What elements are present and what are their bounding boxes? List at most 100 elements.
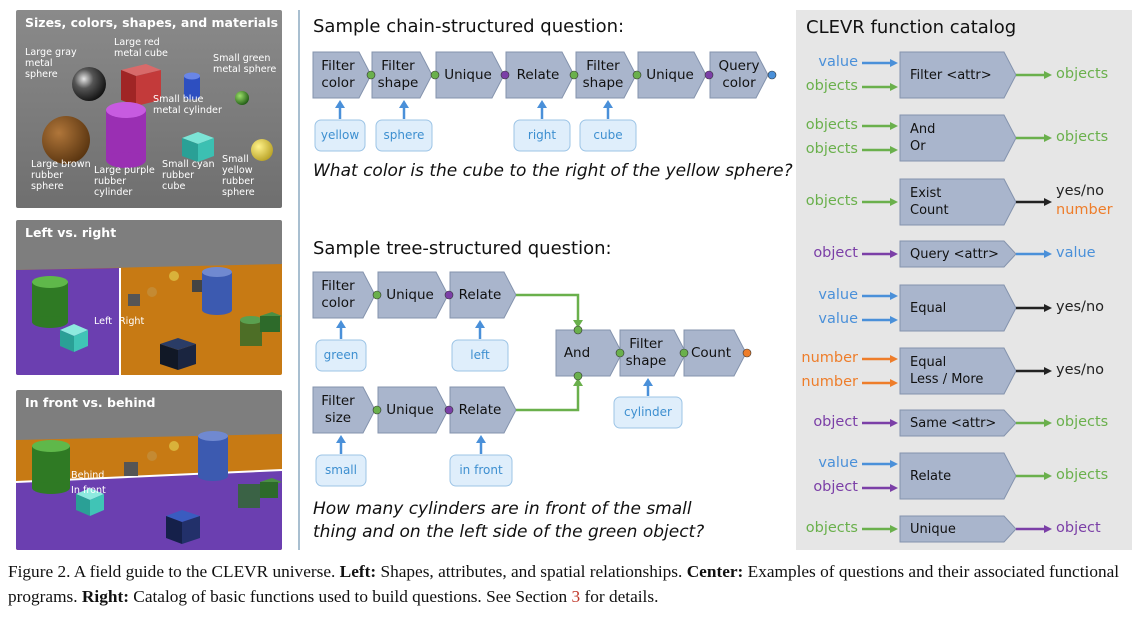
tree-fn-and: And [563,345,591,361]
tree-input-arrow-cylinder-head [643,378,653,386]
tree-and-input-dot [573,371,583,381]
caption-center-text: Examples of questions and their associat… [8,562,1120,606]
catalog-output-label: value [1056,245,1096,261]
catalog-input-label: objects [805,78,858,94]
label-green-sphere: Small green metal sphere [213,53,277,75]
catalog-input-label: value [818,287,858,303]
tree-input-green: green [323,348,359,362]
chain-fn-unique: Unique [444,67,492,83]
label-left: Left [94,316,113,327]
catalog-input-label: objects [805,117,858,133]
label-yellow-sphere: Small yellow rubber sphere [222,154,255,198]
chain-input-arrow-0-head [335,100,345,108]
section-divider [298,10,300,550]
catalog-output-label: object [1056,520,1101,536]
catalog-output-label: yes/no [1056,299,1105,315]
chain-fn-filter-shape-2: Filter shape [582,58,624,91]
catalog-input-label: number [801,374,858,390]
tree-output-number-dot [742,348,752,358]
scene-panel-front-behind: In front vs. behind Behind In front [16,390,282,550]
caption-section-link[interactable]: 3 [571,587,581,606]
chain-output-value-dot [767,70,777,80]
caption-lead: Figure 2. A field guide to the CLEVR uni… [8,562,336,581]
tree-input-arrow-left-head [475,320,485,328]
label-brown-sphere: Large brown rubber sphere [31,159,91,192]
tree-input-cylinder: cylinder [624,405,672,419]
catalog-input-label: object [813,245,858,261]
catalog-output-label: objects [1056,66,1109,82]
catalog-function-label: Query <attr> [910,246,999,262]
catalog-input-label: value [818,54,858,70]
catalog-title: CLEVR function catalog [806,17,1017,38]
scene-panel-left-right: Left vs. right Left Right [16,220,282,375]
catalog-input-label: objects [805,141,858,157]
figure-caption: Figure 2. A field guide to the CLEVR uni… [8,559,1136,609]
chain-fn-filter-color: Filter color [321,58,355,91]
tree-input-in-front: in front [459,463,503,477]
catalog-function-label: Filter <attr> [910,67,992,83]
tree-edge-top-head [573,320,583,328]
catalog-input-label: object [813,414,858,430]
label-blue-cylinder: Small blue metal cylinder [153,94,222,116]
tree-fn-unique-top: Unique [386,287,434,303]
catalog-output-label: objects [1056,414,1109,430]
chain-input-cube: cube [593,128,623,142]
chain-input-arrow-1-head [399,100,409,108]
tree-fn-filter-size: Filter size [321,393,355,426]
label-gray-sphere: Large gray metal sphere [25,47,77,80]
tree-input-left: left [470,348,490,362]
catalog-function-label: Relate [910,468,952,484]
tree-fn-relate-bottom: Relate [458,402,502,418]
chain-title: Sample chain-structured question: [313,16,625,37]
catalog-function-label: Same <attr> [910,415,997,431]
tree-title: Sample tree-structured question: [313,238,612,259]
chain-input-right: right [527,128,557,142]
caption-left-label: Left: [339,562,377,581]
tree-question-line-1: How many cylinders are in front of the s… [313,499,692,519]
tree-and-input-dot [573,325,583,335]
tree-input-arrow-green-head [336,320,346,328]
caption-tail: for details. [584,587,659,606]
catalog-output-label: objects [1056,129,1109,145]
tree-fn-count: Count [690,345,732,361]
catalog-output-label: number [1056,202,1113,218]
panel-title-attributes: Sizes, colors, shapes, and materials [25,15,279,30]
caption-left-text: Shapes, attributes, and spatial relation… [380,562,683,581]
catalog-function-label: Equal [910,300,947,316]
catalog-input-label: objects [805,520,858,536]
catalog-output-label: yes/no [1056,362,1105,378]
tree-fn-filter-color: Filter color [321,278,355,311]
tree-edge-bottom-head [573,378,583,386]
tree-input-small: small [325,463,357,477]
label-in-front: In front [71,485,106,496]
scene-attributes-image [16,10,282,208]
chain-output-objects-dot [569,70,579,80]
catalog-function-label: Exist Count [910,186,949,218]
panel-title-left-right: Left vs. right [25,225,117,240]
catalog-input-label: number [801,350,858,366]
catalog-output-label: yes/no [1056,183,1105,199]
chain-fn-query-color: Query color [718,58,760,91]
chain-fn-relate: Relate [516,67,560,83]
catalog-input-label: value [818,311,858,327]
tree-edge-top-to-and [516,293,580,322]
catalog-input-label: value [818,455,858,471]
label-red-cube: Large red metal cube [114,37,168,59]
label-cyan-cube: Small cyan rubber cube [162,159,215,192]
catalog-function-label: Equal Less / More [910,355,984,387]
catalog-input-label: objects [805,193,858,209]
tree-fn-relate-top: Relate [458,287,502,303]
tree-input-arrow-small-head [336,435,346,443]
chain-fn-unique-2: Unique [646,67,694,83]
tree-fn-filter-shape: Filter shape [625,336,667,369]
tree-question-line-2: thing and on the left side of the green … [313,522,705,542]
scene-left-right-image [16,220,282,375]
label-behind: Behind [71,470,105,481]
chain-question: What color is the cube to the right of t… [313,161,793,181]
catalog-output-label: objects [1056,467,1109,483]
chain-input-yellow: yellow [320,128,360,142]
panel-title-front-behind: In front vs. behind [25,395,156,410]
caption-right-label: Right: [81,587,129,606]
label-purple-cylinder: Large purple rubber cylinder [94,165,155,198]
label-right: Right [119,316,145,327]
